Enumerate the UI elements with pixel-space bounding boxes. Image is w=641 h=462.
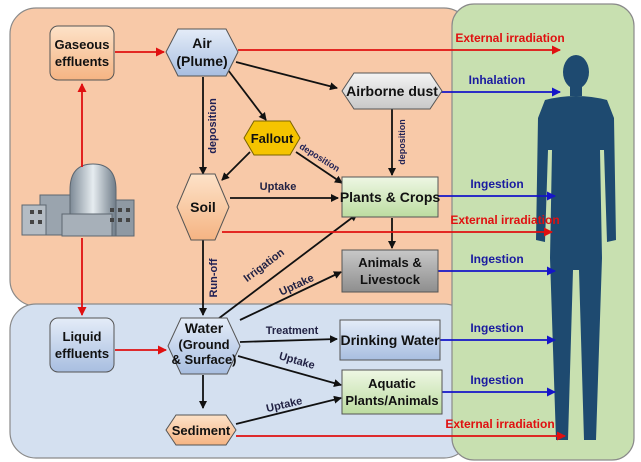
aquatic-plants-animals-node: Aquatic Plants/Animals	[341, 369, 443, 415]
external-irradiation-label-1: External irradiation	[455, 31, 564, 45]
transfer-arrows	[199, 61, 396, 425]
runoff-label: Run-off	[208, 258, 220, 297]
ingestion-label-4: Ingestion	[470, 373, 523, 387]
soil-uptake-label: Uptake	[260, 181, 297, 193]
svg-text:effluents: effluents	[55, 346, 109, 361]
airborne-dust-node: Airborne dust	[341, 72, 443, 110]
ingestion-label-2: Ingestion	[470, 252, 523, 266]
intake-arrows	[438, 87, 561, 397]
inhalation-label: Inhalation	[469, 73, 526, 87]
external-irradiation-label-2: External irradiation	[450, 213, 559, 227]
deposition-label: deposition	[207, 98, 219, 154]
gaseous-effluents-node: Gaseous effluents	[49, 25, 115, 81]
ingestion-label-3: Ingestion	[470, 321, 523, 335]
plants-crops-node: Plants & Crops	[340, 176, 441, 218]
svg-text:Water: Water	[185, 320, 224, 336]
air-plume-node: Air (Plume)	[165, 28, 239, 77]
liquid-effluents-node: Liquid effluents	[49, 317, 115, 373]
human-body-icon	[536, 55, 616, 440]
fallout-node: Fallout	[243, 120, 301, 156]
svg-text:Drinking Water: Drinking Water	[340, 332, 440, 348]
svg-text:Plants/Animals: Plants/Animals	[345, 393, 438, 408]
soil-node: Soil	[176, 173, 230, 241]
external-irradiation-label-3: External irradiation	[445, 417, 554, 431]
release-and-irradiation-arrows	[77, 45, 566, 441]
drinking-water-node: Drinking Water	[339, 319, 441, 361]
svg-text:effluents: effluents	[55, 54, 109, 69]
svg-text:& Surface): & Surface)	[171, 352, 236, 367]
svg-text:Liquid: Liquid	[63, 329, 102, 344]
dust-deposition-label: deposition	[397, 119, 407, 165]
svg-text:(Plume): (Plume)	[176, 53, 227, 69]
svg-text:Soil: Soil	[190, 199, 216, 215]
nuclear-plant-icon	[21, 163, 135, 237]
svg-text:Sediment: Sediment	[172, 423, 231, 438]
water-node: Water (Ground & Surface)	[167, 317, 241, 375]
svg-text:Fallout: Fallout	[251, 131, 294, 146]
svg-text:(Ground: (Ground	[178, 337, 229, 352]
svg-text:Aquatic: Aquatic	[368, 376, 416, 391]
svg-text:Animals &: Animals &	[358, 255, 422, 270]
treatment-label: Treatment	[266, 325, 319, 337]
ingestion-label-1: Ingestion	[470, 177, 523, 191]
svg-text:Airborne dust: Airborne dust	[346, 83, 438, 99]
sediment-node: Sediment	[165, 414, 237, 446]
svg-text:Plants & Crops: Plants & Crops	[340, 189, 441, 205]
svg-text:Livestock: Livestock	[360, 272, 421, 287]
svg-text:Air: Air	[192, 35, 212, 51]
svg-text:Gaseous: Gaseous	[55, 37, 110, 52]
animals-livestock-node: Animals & Livestock	[341, 249, 439, 293]
